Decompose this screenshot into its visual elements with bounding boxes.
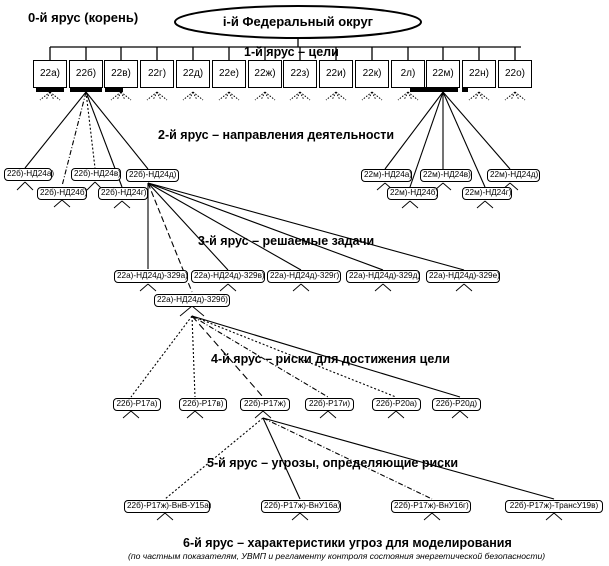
goal-underline-bar xyxy=(70,87,102,92)
threat-node: 22б)-Р17ж)-ВнУ16г) xyxy=(391,500,471,513)
direction-node: 22б)-НД24в) xyxy=(71,168,121,181)
task-node: 22а)-НД24д)-329а) xyxy=(114,270,188,283)
root-connectors xyxy=(49,38,521,60)
task-node: 22а)-НД24д)-329е) xyxy=(426,270,500,283)
goal-box: 22б) xyxy=(69,60,103,88)
tier-5-label: 5-й ярус – угрозы, определяющие риски xyxy=(207,456,459,470)
root-node-title: i-й Федеральный округ xyxy=(222,14,374,29)
task-node: 22а)-НД24д)-329в) xyxy=(191,270,265,283)
risk-node: 22б)-Р20д) xyxy=(432,398,481,411)
direction-node: 22м)-НД24б) xyxy=(387,187,438,200)
risk-to-threat-edges xyxy=(164,417,555,500)
threat-fans xyxy=(156,512,563,521)
risk-node: 22б)-Р20а) xyxy=(372,398,421,411)
goal-box: 22н) xyxy=(462,60,496,88)
direction-node: 22м)-НД24в) xyxy=(420,169,472,182)
risk-node: 22б)-Р17в) xyxy=(179,398,227,411)
tier-0-label: 0-й ярус (корень) xyxy=(28,10,139,25)
goal-box: 22в) xyxy=(104,60,138,88)
tier-3-label: 3-й ярус – решаемые задачи xyxy=(198,234,375,248)
direction-node: 22б)-НД24г) xyxy=(98,187,148,200)
goal-box: 22з) xyxy=(283,60,317,88)
direction-node: 22б)-НД24а) xyxy=(4,168,54,181)
goal-box: 22о) xyxy=(498,60,532,88)
goal-box: 22г) xyxy=(140,60,174,88)
direction-node: 22б)-НД24д) xyxy=(126,169,179,182)
goal-underline-bar xyxy=(410,87,458,92)
task-fans xyxy=(139,283,473,317)
task-node: 22а)-НД24д)-329д) xyxy=(346,270,420,283)
goal-22m-edges xyxy=(384,91,511,188)
risk-node: 22б)-Р17ж) xyxy=(240,398,290,411)
threat-node: 22б)-Р17ж)-ВнВ-У15а) xyxy=(124,500,212,513)
goal-box: 22к) xyxy=(355,60,389,88)
direction-node: 22б)-НД24б) xyxy=(37,187,87,200)
direction-fans xyxy=(16,181,519,209)
goal-box: 2л) xyxy=(391,60,425,88)
goal-underline-bar xyxy=(105,87,123,92)
direction-node: 22м)-НД24а) xyxy=(361,169,412,182)
task-to-risk-edges xyxy=(130,315,461,398)
threat-node: 22б)-Р17ж)-ВнУ16а) xyxy=(261,500,341,513)
goal-box: 22е) xyxy=(212,60,246,88)
tier-6-note: (по частным показателям, УВМП и регламен… xyxy=(128,551,546,561)
goal-box: 22ж) xyxy=(248,60,282,88)
goal-box: 22и) xyxy=(319,60,353,88)
goal-underline-bar xyxy=(462,87,468,92)
task-node: 22а)-НД24д)-329г) xyxy=(267,270,341,283)
goal-fans xyxy=(39,91,526,101)
risk-node: 22б)-Р17а) xyxy=(113,398,161,411)
goal-box: 22м) xyxy=(426,60,460,88)
direction-node: 22м)-НД24д) xyxy=(487,169,540,182)
threat-node: 22б)-Р17ж)-ТрансУ19в) xyxy=(505,500,603,513)
tier-4-label: 4-й ярус – риски для достижения цели xyxy=(211,352,450,366)
risk-node: 22б)-Р17и) xyxy=(305,398,354,411)
goal-box: 22а) xyxy=(33,60,67,88)
goal-box: 22д) xyxy=(176,60,210,88)
tier-1-label: 1-й ярус – цели xyxy=(244,45,339,59)
goal-underline-bar xyxy=(36,87,64,92)
risk-fans xyxy=(122,410,469,419)
direction-node: 22м)-НД24г) xyxy=(462,187,512,200)
tier-2-label: 2-й ярус – направления деятельности xyxy=(158,128,395,142)
direction-to-task-edges xyxy=(147,182,465,293)
tier-6-label: 6-й ярус – характеристики угроз для моде… xyxy=(183,536,512,550)
task-node: 22а)-НД24д)-329б) xyxy=(154,294,230,307)
